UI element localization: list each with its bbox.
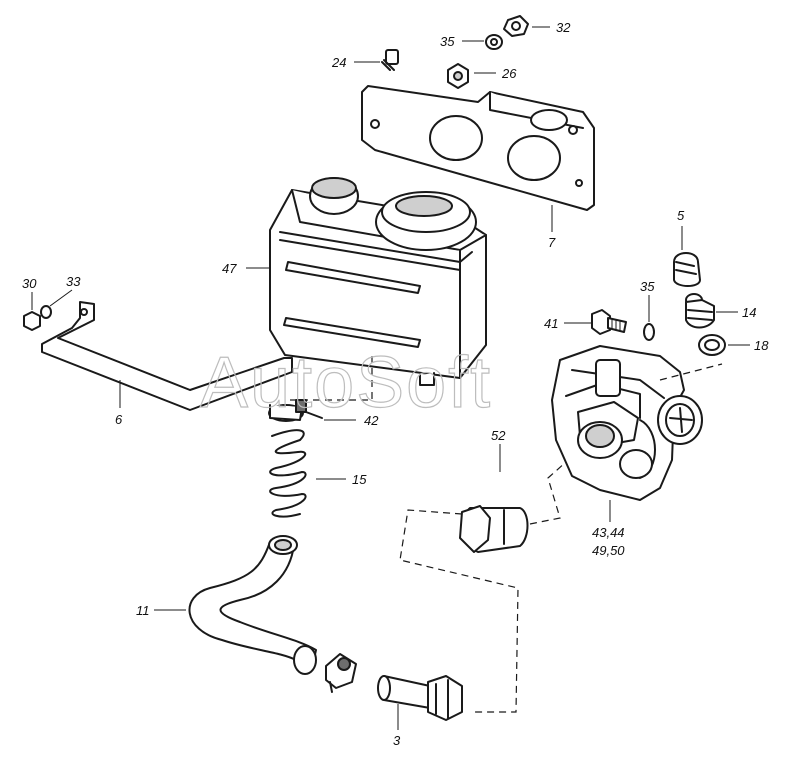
part-24-bolt (381, 49, 399, 71)
label-42: 42 (364, 413, 379, 428)
part-14-fitting (685, 293, 715, 329)
label-15: 15 (352, 472, 367, 487)
label-43-44: 43,44 (592, 525, 625, 540)
label-5: 5 (677, 208, 685, 223)
part-43-pump-body (551, 345, 703, 501)
part-11-hose (188, 535, 317, 675)
label-14: 14 (742, 305, 756, 320)
label-3: 3 (393, 733, 401, 748)
part-42-clamp (268, 399, 323, 422)
part-52-cap (459, 505, 529, 553)
part-15-spring (269, 429, 307, 518)
part-18-oring (698, 334, 726, 356)
part-5-cap (673, 252, 701, 287)
watermark: AutoSoft (200, 343, 492, 423)
label-52: 52 (491, 428, 506, 443)
assembly-lines (290, 356, 723, 713)
part-30-nut (23, 311, 41, 331)
part-33-washer (40, 305, 52, 319)
part-32-nut (503, 15, 529, 37)
label-41: 41 (544, 316, 558, 331)
label-35-top: 35 (440, 34, 455, 49)
part-26-plug (447, 63, 469, 89)
hose-clip (325, 653, 357, 693)
part-7-flange-plate (361, 85, 595, 211)
label-24: 24 (331, 55, 346, 70)
label-30: 30 (22, 276, 37, 291)
part-47-reservoir (269, 177, 487, 386)
label-11: 11 (136, 603, 150, 618)
part-35-washer-right (643, 323, 655, 341)
label-49-50: 49,50 (592, 543, 625, 558)
leader-lines (31, 26, 750, 730)
label-35-right: 35 (640, 279, 655, 294)
part-3-fitting (377, 675, 463, 721)
part-41-bolt (591, 309, 627, 335)
label-32: 32 (556, 20, 571, 35)
label-26: 26 (501, 66, 517, 81)
label-33: 33 (66, 274, 81, 289)
label-6: 6 (115, 412, 123, 427)
label-18: 18 (754, 338, 769, 353)
part-6-bracket (41, 301, 293, 411)
label-7: 7 (548, 235, 556, 250)
part-35-washer-top (485, 34, 503, 50)
label-47: 47 (222, 261, 237, 276)
